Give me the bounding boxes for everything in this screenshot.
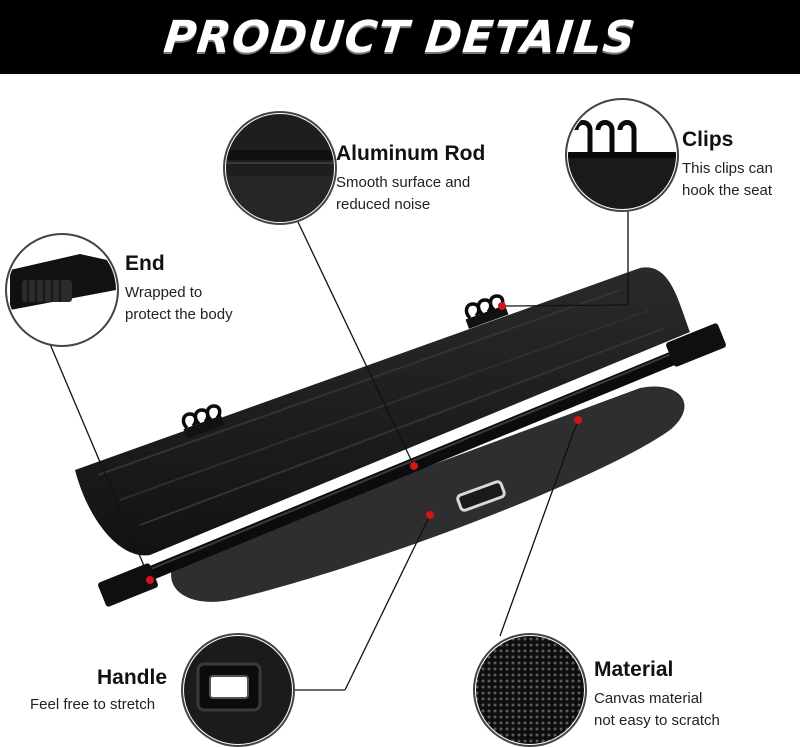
marker-clip — [498, 302, 506, 310]
callout-handle: Handle — [97, 666, 167, 696]
callout-material-title: Material — [594, 658, 674, 681]
callout-clips-line2: hook the seat — [682, 182, 773, 199]
aluminum-rod — [98, 323, 726, 607]
callout-end-title: End — [125, 252, 165, 275]
callout-clips-title: Clips — [682, 128, 734, 151]
handle-detail-icon — [181, 633, 295, 747]
callout-material: Material Canvas material not easy to scr… — [594, 658, 720, 732]
leader-lines — [49, 208, 629, 691]
callout-end: End Wrapped to protect the body — [125, 252, 233, 326]
handle-flap — [171, 386, 685, 602]
callout-aluminum-rod-title: Aluminum Rod — [336, 142, 486, 165]
callout-handle-line1: Feel free to stretch — [30, 696, 156, 713]
callout-aluminum-rod-line2: reduced noise — [336, 196, 431, 213]
marker-end — [146, 576, 154, 584]
callout-aluminum-rod-line1: Smooth surface and — [336, 174, 471, 191]
marker-material — [574, 416, 582, 424]
callout-material-line1: Canvas material — [594, 690, 703, 707]
callout-aluminum-rod: Aluminum Rod Smooth surface and reduced … — [336, 142, 485, 216]
callout-end-line1: Wrapped to — [125, 284, 203, 301]
material-texture-icon — [473, 633, 587, 747]
callout-end-line2: protect the body — [125, 306, 233, 323]
marker-dots — [146, 302, 582, 584]
cover-hooks-left — [181, 404, 225, 439]
end-cap-detail-icon — [5, 233, 119, 347]
callout-handle-desc: Feel free to stretch — [30, 694, 155, 716]
aluminum-rod-detail-icon — [223, 111, 337, 225]
marker-rod — [410, 462, 418, 470]
marker-handle — [426, 511, 434, 519]
callout-handle-title: Handle — [97, 666, 168, 689]
clips-detail-icon — [565, 98, 679, 212]
flap-handle-slot — [456, 480, 506, 512]
callout-clips: Clips This clips can hook the seat — [682, 128, 773, 202]
callout-material-line2: not easy to scratch — [594, 712, 720, 729]
callout-clips-line1: This clips can — [682, 160, 773, 177]
header-banner: PRODUCT DETAILS — [0, 0, 800, 74]
